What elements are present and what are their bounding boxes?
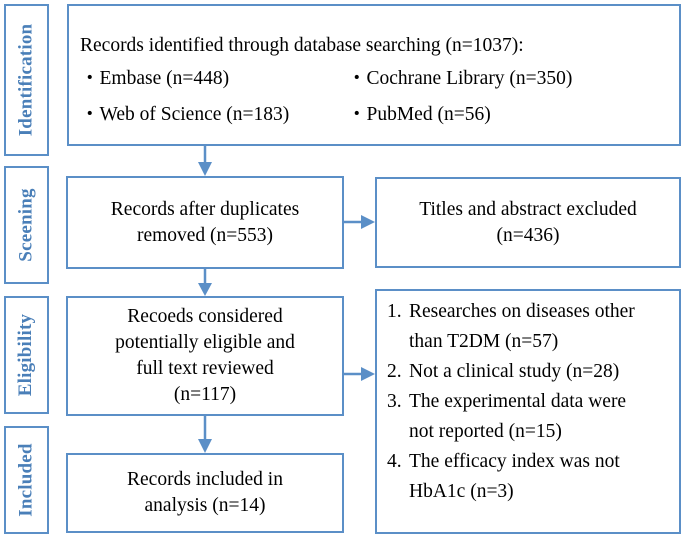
exclusion-num-3: 3. [387,391,402,412]
exclusion-3-line2: not reported (n=15) [409,421,562,442]
exclusion-num-2: 2. [387,361,402,382]
stage-included-label: Included [15,443,37,517]
arrowhead-1 [198,162,212,176]
eligible-line4: (n=117) [173,384,237,405]
exclusion-2-line1: Not a clinical study (n=28) [409,361,620,382]
source-embase: ・Embase (n=448) [80,68,230,89]
stage-identification-label: Identification [15,23,37,137]
exclusion-num-4: 4. [387,451,402,472]
arrowhead-4 [361,367,375,381]
duplicates-line1: Records after duplicates [110,198,300,220]
source-pubmed: ・PubMed (n=56) [347,104,491,125]
eligible-line1: Recoeds considered [127,306,283,327]
stage-eligibility-label: Eligibility [15,313,37,397]
identification-box: Records identified through database sear… [67,4,681,146]
exclusion-4-line2: HbA1c (n=3) [409,481,514,502]
exclusion-num-1: 1. [387,301,402,322]
duplicates-line2: removed (n=553) [136,224,274,246]
duplicates-box: Records after duplicates removed (n=553) [66,176,344,269]
source-web-of-science: ・Web of Science (n=183) [80,104,290,125]
exclusion-reason-1: 1. Researches on diseases other than T2D… [387,297,679,357]
exclusion-4-line1: The efficacy index was not [409,451,620,472]
stage-identification: Identification [4,4,49,156]
exclusion-reason-3: 3. The experimental data were not report… [387,387,679,447]
eligible-box: Recoeds considered potentially eligible … [66,296,344,416]
exclusion-1-line2: than T2DM (n=57) [409,331,559,352]
stage-eligibility: Eligibility [4,296,49,414]
stage-screening-label: Sceening [15,188,37,262]
eligible-line2: potentially eligible and [115,332,295,353]
exclusion-3-line1: The experimental data were [409,391,627,412]
fulltext-excluded-box: 1. Researches on diseases other than T2D… [375,289,681,534]
included-line2: analysis (n=14) [144,495,266,516]
exclusion-reason-2: 2. Not a clinical study (n=28) [387,357,679,387]
included-line1: Records included in [127,469,283,490]
eligible-line3: full text reviewed [136,358,274,379]
excluded-line1: Titles and abstract excluded [419,198,637,220]
exclusion-1-line1: Researches on diseases other [409,301,635,322]
arrowhead-2 [361,215,375,229]
exclusion-reason-4: 4. The efficacy index was not HbA1c (n=3… [387,447,679,507]
included-box: Records included in analysis (n=14) [66,453,344,533]
arrowhead-3 [198,283,212,296]
stage-screening: Sceening [4,166,49,284]
excluded-box: Titles and abstract excluded (n=436) [375,177,681,268]
identification-title: Records identified through database sear… [80,35,524,56]
stage-included: Included [4,426,49,534]
excluded-line2: (n=436) [496,224,560,246]
source-cochrane: ・Cochrane Library (n=350) [347,68,573,89]
arrowhead-5 [198,439,212,453]
